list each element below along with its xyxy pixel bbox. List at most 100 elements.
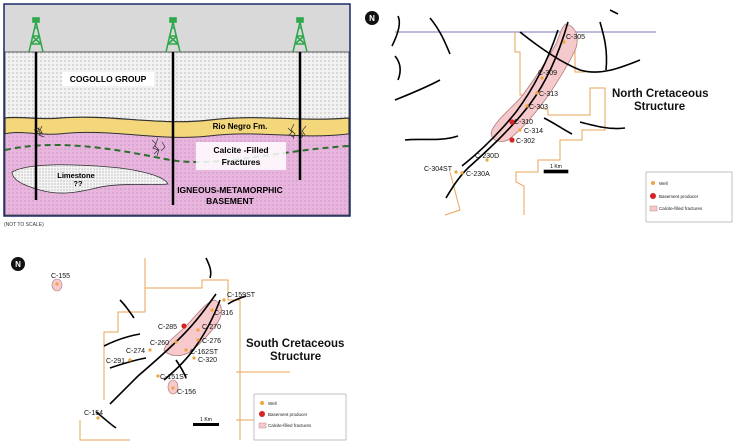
well-label-c-309: C-309 [538,70,557,77]
well-marker-c-274 [148,348,152,352]
south-legend-well: Well [268,401,277,406]
limestone-lens [11,164,169,194]
calcite-label-box [196,142,286,170]
well-label-c-154: C-154 [84,410,103,417]
well-marker-c-305 [562,40,566,44]
well-label-c-260: C-260 [150,340,169,347]
well-label-c-302: C-302 [516,138,535,145]
well-marker-c-276 [196,338,200,342]
well-marker-c-302 [509,137,515,143]
north-scale-bar: 1 Km [543,164,569,174]
rig-3-icon [292,17,308,53]
north-legend: Well Basement producer Calcite-filled fr… [645,171,733,223]
well-marker-c-154 [96,416,100,420]
north-arrow-icon [365,11,379,25]
south-fracture-zone-main [163,299,222,356]
south-title-line1: South Cretaceous [246,338,344,350]
north-arrow-letter: N [369,14,375,23]
well-label-c-313: C-313 [539,91,558,98]
limestone-label: Limestone [57,171,95,180]
well-label-c-274: C-274 [126,348,145,355]
well-marker-c-159st [222,298,226,302]
south-faults [95,257,247,429]
well-marker-c-316 [210,308,214,312]
well-marker-c-291 [128,358,132,362]
south-scale-bar: 1 Km [193,417,219,426]
legend-producer-icon [650,193,656,199]
well-label-c-305: C-305 [566,34,585,41]
north-scale-label: 1 Km [550,164,562,170]
south-legend-fractures-icon [258,422,267,429]
cogollo-layer [4,51,350,123]
south-block-boundary-2 [79,420,130,441]
rio-negro-label: Rio Negro Fm. [213,122,268,131]
cross-section: COGOLLO GROUP Rio Negro Fm. Calcite -Fil… [3,3,351,228]
well-label-c-276: C-276 [202,338,221,345]
north-title-line2: Structure [634,101,685,113]
well-label-c-270: C-270 [202,324,221,331]
rig-1-icon [28,17,44,53]
well-label-c-155: C-155 [51,273,70,280]
legend-well-icon [651,181,655,185]
rig-2-icon [165,17,181,53]
well-label-c-162st: C-162ST [190,349,219,356]
well-marker-c-230d [485,158,489,162]
scale-note: (NOT TO SCALE) [4,222,44,228]
calcite-label-line2: Fractures [222,157,261,167]
calcite-label-line1: Calcite -Filled [213,145,268,155]
well-marker-c-320 [192,356,196,360]
well-marker-c-310 [509,119,515,125]
well-marker-c-304st [454,170,458,174]
well-label-c-159st: C-159ST [227,292,256,299]
south-legend: Well Basement producer Calcite-filled fr… [253,393,347,441]
south-title-line2: Structure [270,351,321,363]
well-marker-c-285 [181,323,187,329]
well-label-c-156: C-156 [177,389,196,396]
well-marker-c-309 [540,76,544,80]
well-label-c-316: C-316 [214,310,233,317]
north-faults [391,9,641,199]
well-label-c-291: C-291 [106,358,125,365]
well-marker-c-270 [196,328,200,332]
limestone-question: ?? [73,179,83,188]
well-marker-c-151st [156,374,160,378]
well-label-c-230a: C-230A [466,171,490,178]
north-wells: C-305C-309C-313C-303C-310C-314C-302C-230… [424,34,585,178]
south-scale-label: 1 Km [200,417,212,423]
well-label-c-320: C-320 [198,357,217,364]
south-legend-fractures: Calcite-filled fractures [268,423,312,428]
cogollo-label: COGOLLO GROUP [70,74,147,84]
basement-label-line1: IGNEOUS-METAMORPHIC [177,185,283,195]
well-marker-c-313 [535,91,539,95]
legend-fractures-icon [649,205,658,212]
well-label-c-285: C-285 [158,324,177,331]
south-legend-producer: Basement producer [268,412,308,417]
well-label-c-230d: C-230D [475,153,499,160]
well-marker-c-230a [460,171,464,175]
basement-label-line2: BASEMENT [206,196,255,206]
well-marker-c-260 [174,340,178,344]
fracture-marks [33,123,307,157]
well-label-c-151st: C-151ST [160,374,189,381]
south-block-boundary [103,258,290,440]
fracture-envelope-line [4,143,350,163]
well-label-c-314: C-314 [524,128,543,135]
well-label-c-310: C-310 [514,119,533,126]
well-label-c-303: C-303 [529,104,548,111]
well-marker-c-156 [171,386,175,390]
legend-fractures: Calcite-filled fractures [659,206,703,211]
well-label-c-304st: C-304ST [424,166,453,173]
south-north-arrow-letter: N [15,260,21,269]
well-marker-c-162st [184,348,188,352]
well-marker-c-155 [55,282,59,286]
cogollo-label-box [62,72,154,86]
south-legend-well-icon [260,401,264,405]
legend-well: Well [659,181,668,186]
south-north-arrow-icon [11,257,25,271]
block-boundary-2 [444,171,461,216]
well-marker-c-314 [518,128,522,132]
